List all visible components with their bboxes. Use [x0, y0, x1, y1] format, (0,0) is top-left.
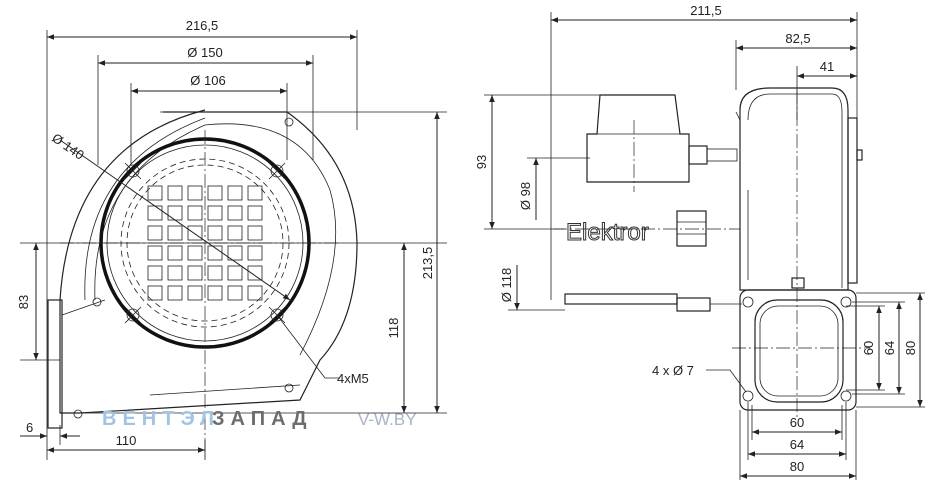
- grid-cell: [167, 205, 183, 221]
- grid-cell: [187, 265, 203, 281]
- grid-cell: [147, 285, 163, 301]
- dim-41: 41: [820, 59, 834, 74]
- grid-cell: [227, 285, 243, 301]
- dim-93: 93: [474, 155, 489, 169]
- grid-cell: [247, 205, 263, 221]
- inlet-grid: [147, 185, 263, 301]
- watermark-part-3: V-W.BY: [358, 410, 417, 429]
- grid-cell: [147, 225, 163, 241]
- dim-216-5: 216,5: [186, 18, 219, 33]
- grid-cell: [167, 245, 183, 261]
- grid-cell: [247, 245, 263, 261]
- watermark: ВЕНТЭЛ ЗАПАД V-W.BY: [102, 408, 417, 430]
- grid-cell: [247, 225, 263, 241]
- grid-cell: [187, 285, 203, 301]
- grid-cell: [247, 185, 263, 201]
- dim-dia-150: Ø 150: [187, 45, 222, 60]
- grid-cell: [227, 205, 243, 221]
- grid-cell: [187, 225, 203, 241]
- dim-dia-118: Ø 118: [499, 268, 514, 302]
- grid-cell: [187, 245, 203, 261]
- grid-cell: [187, 205, 203, 221]
- watermark-part-2: ЗАПАД: [212, 408, 313, 430]
- grid-cell: [247, 285, 263, 301]
- grid-cell: [227, 185, 243, 201]
- dim-flange-60-w: 60: [790, 415, 804, 430]
- dim-118: 118: [386, 318, 401, 339]
- dim-dia-98: Ø 98: [518, 182, 533, 210]
- grid-cell: [167, 185, 183, 201]
- grid-cell: [167, 285, 183, 301]
- grid-cell: [207, 185, 223, 201]
- grid-cell: [147, 185, 163, 201]
- dim-6: 6: [26, 420, 33, 435]
- grid-cell: [227, 225, 243, 241]
- grid-cell: [247, 265, 263, 281]
- side-view: Elektror: [474, 3, 925, 480]
- grid-cell: [207, 265, 223, 281]
- grid-cell: [227, 245, 243, 261]
- grid-cell: [147, 205, 163, 221]
- dim-flange-64-h: 64: [882, 341, 897, 355]
- dim-83: 83: [16, 295, 31, 309]
- dim-211-5: 211,5: [690, 3, 722, 18]
- dim-flange-60-h: 60: [861, 341, 876, 355]
- dim-flange-64-w: 64: [790, 437, 804, 452]
- grid-cell: [147, 265, 163, 281]
- dim-dia-106: Ø 106: [190, 73, 225, 88]
- front-view: 216,5 Ø 150 Ø 106 Ø 140 213,5 83 118 4xM…: [16, 18, 447, 460]
- dim-213-5: 213,5: [420, 247, 435, 280]
- dim-flange-80-h: 80: [903, 341, 918, 355]
- dim-dia-140: Ø 140: [49, 130, 87, 163]
- holes-label: 4 x Ø 7: [652, 363, 694, 378]
- dim-110: 110: [116, 433, 137, 448]
- dim-82-5: 82,5: [785, 31, 810, 46]
- dim-flange-80-w: 80: [790, 459, 804, 474]
- grid-cell: [207, 225, 223, 241]
- watermark-part-1: ВЕНТЭЛ: [102, 408, 220, 430]
- grid-cell: [167, 225, 183, 241]
- thread-label: 4xM5: [337, 371, 369, 386]
- grid-cell: [207, 205, 223, 221]
- grid-cell: [187, 185, 203, 201]
- grid-cell: [207, 285, 223, 301]
- grid-cell: [167, 265, 183, 281]
- grid-cell: [227, 265, 243, 281]
- brand-label: Elektror: [566, 219, 649, 246]
- grid-cell: [147, 245, 163, 261]
